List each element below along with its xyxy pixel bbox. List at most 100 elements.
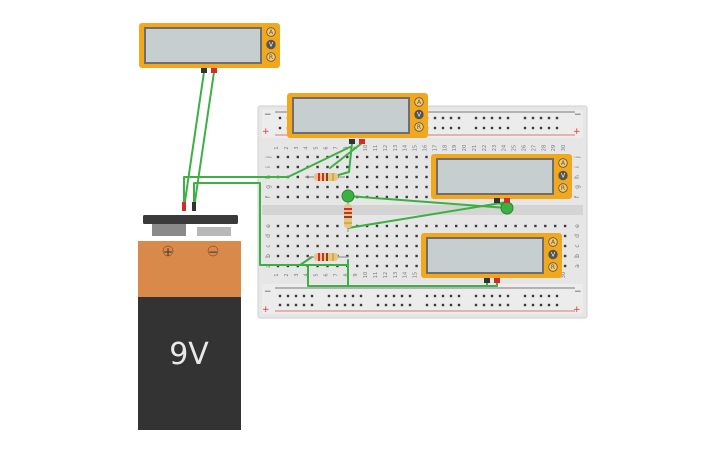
breadboard-hole[interactable]	[395, 264, 398, 268]
rail-hole[interactable]	[376, 294, 380, 298]
rail-hole[interactable]	[457, 126, 461, 130]
rail-hole[interactable]	[408, 303, 412, 307]
rail-hole[interactable]	[523, 294, 527, 298]
breadboard-hole[interactable]	[405, 244, 408, 248]
breadboard-hole[interactable]	[415, 224, 418, 228]
multimeter-mode-r-button[interactable]	[266, 52, 276, 62]
rail-hole[interactable]	[531, 294, 535, 298]
breadboard-hole[interactable]	[415, 244, 418, 248]
rail-hole[interactable]	[286, 303, 290, 307]
breadboard-hole[interactable]	[474, 224, 478, 228]
breadboard-hole[interactable]	[346, 244, 349, 248]
multimeter-mode-r-button[interactable]	[558, 183, 568, 193]
breadboard-hole[interactable]	[296, 224, 299, 228]
wires[interactable]	[183, 71, 508, 287]
rail-hole[interactable]	[555, 126, 559, 130]
rail-hole[interactable]	[523, 303, 527, 307]
multimeter-mode-a-button[interactable]	[266, 27, 276, 37]
breadboard-hole[interactable]	[385, 175, 389, 179]
rail-hole[interactable]	[425, 294, 429, 298]
breadboard-hole[interactable]	[405, 185, 408, 189]
breadboard-hole[interactable]	[336, 195, 339, 199]
breadboard-hole[interactable]	[306, 155, 309, 159]
breadboard-hole[interactable]	[425, 185, 428, 189]
breadboard-hole[interactable]	[375, 195, 379, 199]
breadboard-hole[interactable]	[415, 195, 418, 199]
rail-hole[interactable]	[490, 303, 494, 307]
rail-hole[interactable]	[433, 116, 437, 120]
breadboard-hole[interactable]	[365, 234, 369, 238]
breadboard-hole[interactable]	[415, 254, 418, 258]
breadboard-hole[interactable]	[395, 155, 398, 159]
multimeter-mode-r-button[interactable]	[414, 122, 424, 132]
breadboard-hole[interactable]	[286, 195, 290, 199]
rail-hole[interactable]	[441, 116, 445, 120]
breadboard-hole[interactable]	[326, 234, 329, 238]
rail-hole[interactable]	[498, 294, 502, 298]
rail-hole[interactable]	[449, 126, 453, 130]
rail-hole[interactable]	[351, 303, 355, 307]
multimeter-mode-a-button[interactable]	[558, 158, 568, 168]
rail-hole[interactable]	[547, 116, 551, 120]
breadboard-hole[interactable]	[385, 234, 389, 238]
breadboard-hole[interactable]	[524, 224, 527, 228]
rail-hole[interactable]	[457, 303, 461, 307]
rail-hole[interactable]	[433, 294, 437, 298]
breadboard-hole[interactable]	[385, 165, 389, 169]
breadboard-hole[interactable]	[405, 175, 408, 179]
breadboard-hole[interactable]	[385, 254, 389, 258]
breadboard-hole[interactable]	[375, 185, 379, 189]
breadboard-hole[interactable]	[346, 155, 349, 159]
rail-hole[interactable]	[343, 303, 347, 307]
breadboard-hole[interactable]	[276, 155, 280, 159]
breadboard-hole[interactable]	[385, 224, 389, 228]
breadboard-hole[interactable]	[306, 185, 309, 189]
rail-hole[interactable]	[294, 294, 298, 298]
rail-hole[interactable]	[384, 303, 388, 307]
breadboard-hole[interactable]	[316, 165, 319, 169]
wire-mm1-red-probe[interactable]	[193, 71, 215, 209]
breadboard-hole[interactable]	[405, 254, 408, 258]
rail-hole[interactable]	[506, 116, 510, 120]
breadboard-hole[interactable]	[316, 185, 319, 189]
rail-hole[interactable]	[310, 303, 314, 307]
breadboard-hole[interactable]	[563, 254, 567, 258]
breadboard-hole[interactable]	[375, 244, 379, 248]
breadboard-hole[interactable]	[306, 254, 309, 258]
battery-9v[interactable]: + − 9V	[138, 215, 241, 430]
breadboard-hole[interactable]	[563, 264, 567, 268]
breadboard-hole[interactable]	[286, 254, 290, 258]
rail-hole[interactable]	[555, 303, 559, 307]
breadboard-hole[interactable]	[276, 195, 280, 199]
breadboard-hole[interactable]	[326, 185, 329, 189]
breadboard-hole[interactable]	[346, 185, 349, 189]
breadboard-hole[interactable]	[385, 155, 389, 159]
breadboard-hole[interactable]	[415, 234, 418, 238]
breadboard-hole[interactable]	[375, 155, 379, 159]
breadboard-hole[interactable]	[276, 244, 280, 248]
breadboard-hole[interactable]	[346, 234, 349, 238]
wire-node-1[interactable]	[341, 189, 355, 203]
breadboard-hole[interactable]	[484, 224, 488, 228]
breadboard-hole[interactable]	[395, 234, 398, 238]
breadboard-hole[interactable]	[365, 175, 369, 179]
rail-hole[interactable]	[539, 294, 543, 298]
rail-hole[interactable]	[498, 126, 502, 130]
multimeter-black-socket[interactable]	[349, 139, 355, 144]
breadboard-hole[interactable]	[405, 234, 408, 238]
breadboard-hole[interactable]	[425, 155, 428, 159]
rail-hole[interactable]	[408, 294, 412, 298]
breadboard-hole[interactable]	[563, 234, 567, 238]
breadboard-hole[interactable]	[316, 234, 319, 238]
rail-hole[interactable]	[474, 126, 478, 130]
breadboard-hole[interactable]	[563, 224, 567, 228]
breadboard-hole[interactable]	[425, 175, 428, 179]
breadboard-hole[interactable]	[365, 185, 369, 189]
breadboard-hole[interactable]	[356, 185, 359, 189]
breadboard-hole[interactable]	[296, 254, 299, 258]
breadboard-hole[interactable]	[346, 165, 349, 169]
rail-hole[interactable]	[449, 303, 453, 307]
rail-hole[interactable]	[547, 126, 551, 130]
bottom-power-rail[interactable]	[262, 284, 583, 314]
rail-hole[interactable]	[547, 294, 551, 298]
